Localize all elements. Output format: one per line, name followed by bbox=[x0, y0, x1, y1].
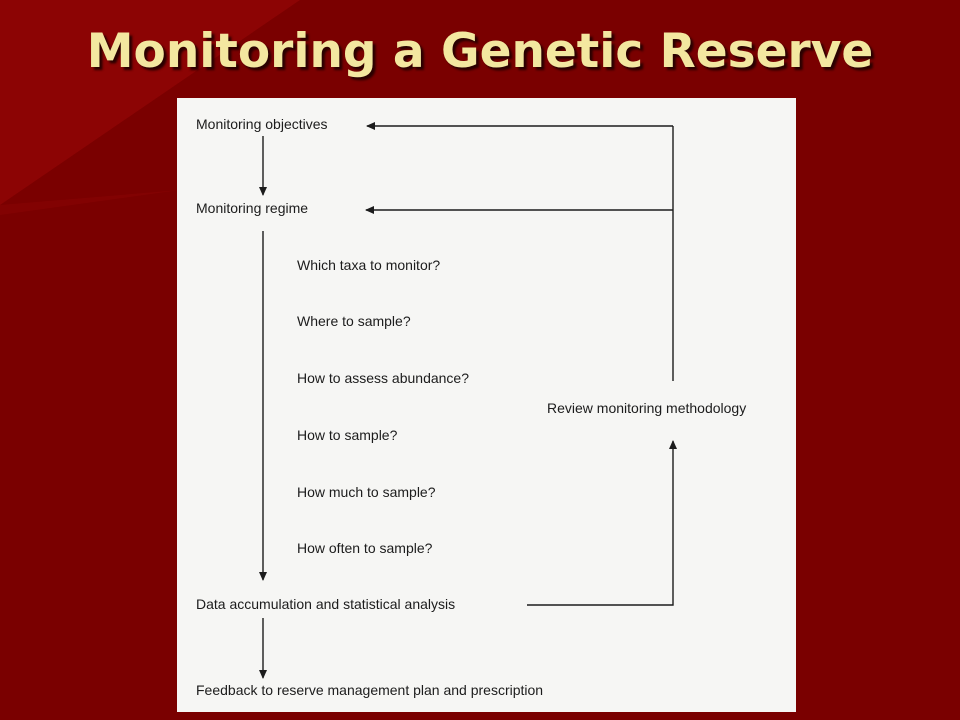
question-how-often: How often to sample? bbox=[297, 540, 433, 556]
question-where-sample: Where to sample? bbox=[297, 313, 411, 329]
monitoring-flow-diagram: Monitoring objectives Monitoring regime … bbox=[177, 98, 796, 712]
node-monitoring-objectives: Monitoring objectives bbox=[196, 116, 328, 132]
node-data-analysis: Data accumulation and statistical analys… bbox=[196, 596, 456, 612]
node-review-methodology: Review monitoring methodology bbox=[547, 400, 747, 416]
node-feedback: Feedback to reserve management plan and … bbox=[196, 682, 544, 698]
node-monitoring-regime: Monitoring regime bbox=[196, 200, 309, 216]
question-assess-abundance: How to assess abundance? bbox=[297, 370, 469, 386]
arrow-analysis-to-review bbox=[527, 440, 677, 606]
diagram-connectors bbox=[259, 122, 677, 679]
question-how-much: How much to sample? bbox=[297, 484, 436, 500]
question-how-sample: How to sample? bbox=[297, 427, 398, 443]
question-which-taxa: Which taxa to monitor? bbox=[297, 257, 441, 273]
slide-title: Monitoring a Genetic Reserve bbox=[86, 24, 874, 79]
